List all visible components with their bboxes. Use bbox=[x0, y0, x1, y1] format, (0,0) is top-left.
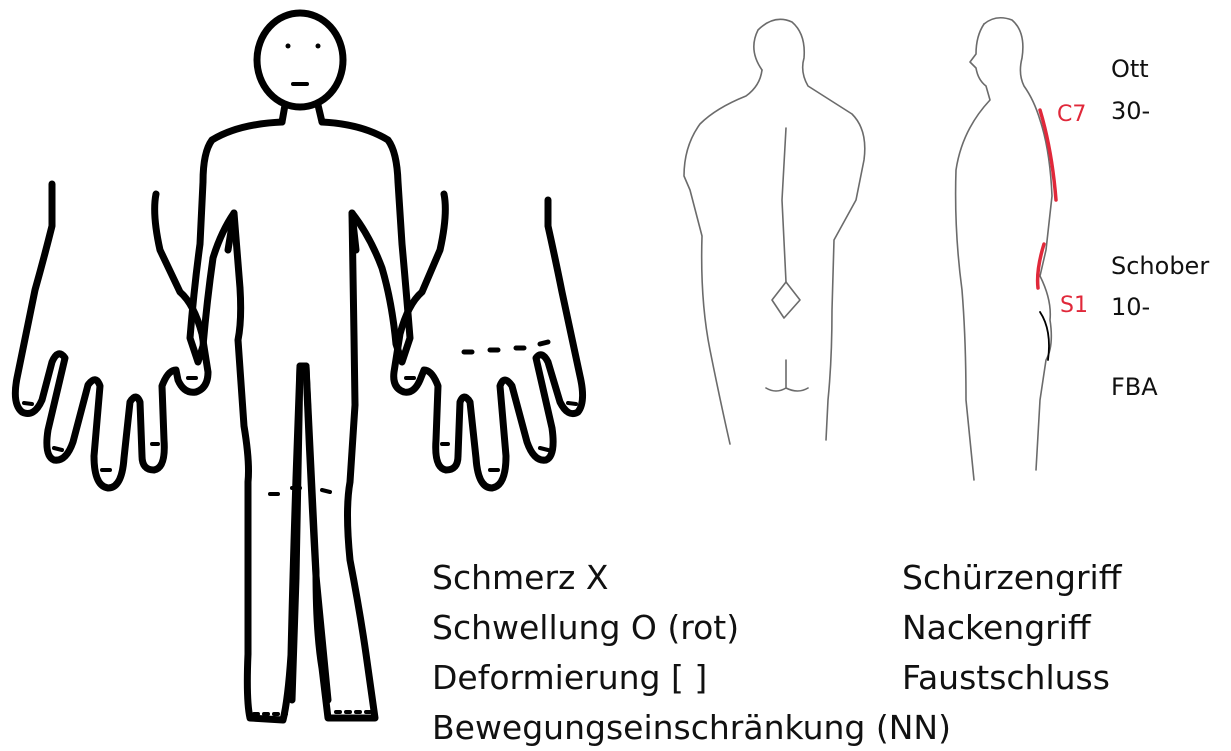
spine-markers bbox=[1038, 110, 1056, 288]
back-view-sketch bbox=[684, 19, 865, 444]
ott-label: Ott bbox=[1111, 57, 1149, 81]
legend-swelling: Schwellung O (rot) bbox=[432, 611, 739, 644]
head bbox=[257, 13, 343, 107]
fba-label: FBA bbox=[1111, 375, 1158, 399]
right-hand bbox=[394, 194, 583, 488]
right-eye bbox=[316, 44, 321, 49]
ott-value: 30- bbox=[1111, 99, 1150, 123]
spine-line bbox=[782, 128, 786, 282]
apron-grip-label: Schürzengriff bbox=[902, 561, 1121, 594]
front-body-figure bbox=[190, 13, 410, 720]
legend-pain: Schmerz X bbox=[432, 561, 608, 594]
legend-deformity: Deformierung [ ] bbox=[432, 661, 707, 694]
s1-label: S1 bbox=[1060, 295, 1088, 317]
neck-grip-label: Nackengriff bbox=[902, 611, 1091, 644]
side-view-sketch bbox=[956, 18, 1052, 480]
left-hand bbox=[15, 184, 208, 488]
schober-label: Schober bbox=[1111, 254, 1209, 278]
legend-restriction: Bewegungseinschränkung (NN) bbox=[432, 711, 951, 744]
c7-label: C7 bbox=[1057, 104, 1086, 126]
fist-closure-label: Faustschluss bbox=[902, 661, 1110, 694]
left-eye bbox=[286, 44, 291, 49]
schober-value: 10- bbox=[1111, 295, 1150, 319]
sacrum-diamond bbox=[772, 282, 800, 318]
